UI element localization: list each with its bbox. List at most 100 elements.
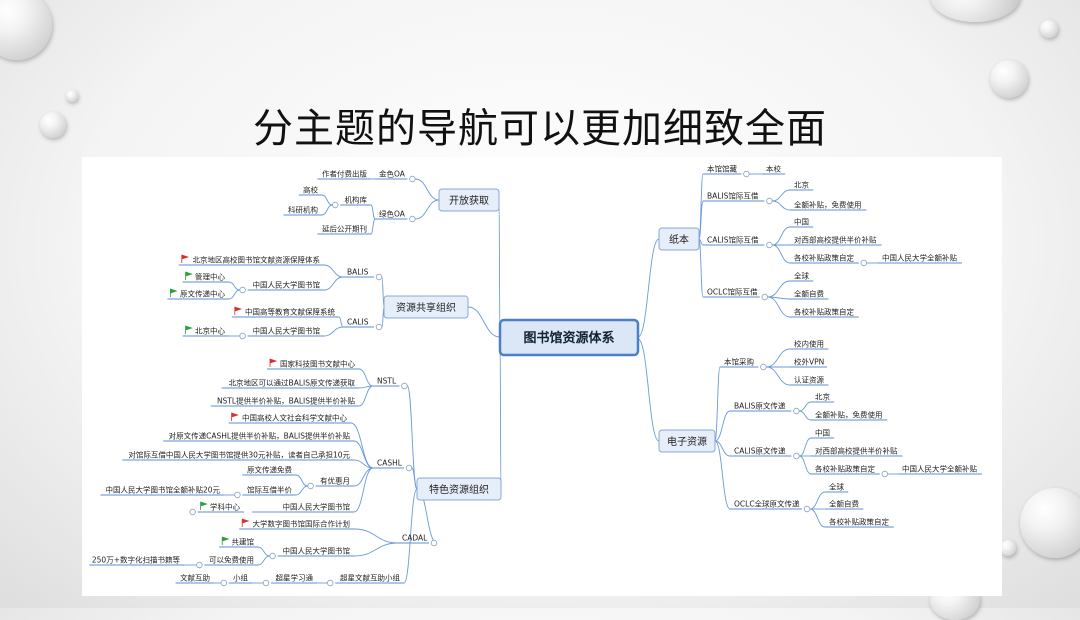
- leaf-monthly-offer[interactable]: 有优惠月: [307, 476, 354, 490]
- leaf-scan-gift[interactable]: 250万+数字化扫描书籍等: [89, 555, 184, 566]
- collapse-toggle-icon[interactable]: [326, 579, 334, 587]
- leaf-renmin-lib-4[interactable]: 中国人民大学图书馆: [269, 546, 354, 560]
- leaf-nstl-note1[interactable]: 北京地区可以通过BALIS原文传递获取: [221, 378, 359, 389]
- branch-open-access[interactable]: 开放获取: [438, 188, 500, 212]
- leaf-cashl[interactable]: CASHL: [373, 459, 413, 472]
- leaf-full-self-2[interactable]: 全额自费: [825, 499, 864, 510]
- branch-special-resources[interactable]: 特色资源组织: [416, 477, 502, 501]
- leaf-institutional-repo[interactable]: 机构库: [331, 195, 371, 209]
- branch-resource-sharing[interactable]: 资源共享组织: [383, 295, 469, 319]
- leaf-delayed-journals[interactable]: 延后公开期刊: [317, 224, 371, 235]
- leaf-ill-half[interactable]: 馆际互借半价: [234, 485, 296, 499]
- leaf-renmin-lib-3[interactable]: 中国人民大学图书馆: [277, 502, 354, 513]
- collapse-toggle-icon[interactable]: [881, 470, 888, 478]
- leaf-calis[interactable]: CALIS: [343, 318, 383, 331]
- collapse-toggle-icon[interactable]: [803, 505, 811, 513]
- leaf-research-institutes[interactable]: 科研机构: [283, 205, 322, 216]
- leaf-renmin-full[interactable]: 中国人民大学全额补贴: [878, 253, 962, 264]
- leaf-nstl-note2[interactable]: NSTL提供半价补贴，BALIS提供半价补贴: [210, 396, 359, 407]
- leaf-beijing-consortium[interactable]: 北京地区高校图书馆文献资源保障体系: [178, 254, 324, 266]
- leaf-subject-center[interactable]: 学科中心: [189, 501, 244, 516]
- collapse-toggle-icon[interactable]: [766, 197, 773, 205]
- leaf-renmin-lib-2[interactable]: 中国人民大学图书馆: [239, 326, 324, 340]
- branch-electronic[interactable]: 电子资源: [658, 429, 716, 453]
- leaf-auth-resources[interactable]: 认证资源: [790, 375, 829, 386]
- collapse-toggle-icon[interactable]: [405, 464, 413, 472]
- leaf-policy-local-3[interactable]: 各校补贴政策自定: [811, 464, 888, 478]
- leaf-cadal-project[interactable]: 大学数字图书馆国际合作计划: [239, 518, 354, 530]
- leaf-full-subsidy-free-2[interactable]: 全额补贴，免费使用: [811, 410, 888, 421]
- leaf-nstl-center[interactable]: 国家科技图书文献中心: [267, 358, 359, 370]
- collapse-toggle-icon[interactable]: [220, 579, 227, 587]
- collapse-toggle-icon[interactable]: [189, 508, 196, 516]
- leaf-beijing-2[interactable]: 北京: [811, 392, 835, 403]
- collapse-toggle-icon[interactable]: [793, 407, 800, 415]
- leaf-cashl-note1[interactable]: 对原文传递CASHL提供半价补贴，BALIS提供半价补贴: [163, 431, 354, 442]
- collapse-toggle-icon[interactable]: [262, 579, 270, 587]
- leaf-beijing-center[interactable]: 北京中心: [182, 325, 229, 337]
- leaf-cadal[interactable]: CADAL: [398, 534, 438, 547]
- leaf-universities[interactable]: 高校: [298, 185, 322, 196]
- leaf-nstl[interactable]: NSTL: [373, 377, 408, 390]
- leaf-free-use[interactable]: 可以免费使用: [196, 555, 258, 569]
- leaf-green-oa[interactable]: 绿色OA: [375, 209, 416, 223]
- leaf-global-2[interactable]: 全球: [825, 482, 849, 493]
- collapse-toggle-icon[interactable]: [375, 323, 383, 331]
- collapse-toggle-icon[interactable]: [743, 170, 750, 178]
- branch-paper[interactable]: 纸本: [658, 227, 700, 251]
- collapse-toggle-icon[interactable]: [766, 241, 773, 249]
- leaf-gold-oa[interactable]: 金色OA: [375, 169, 416, 183]
- collapse-toggle-icon[interactable]: [401, 382, 408, 390]
- leaf-lib-purchase[interactable]: 本馆采购: [720, 357, 767, 371]
- collapse-toggle-icon[interactable]: [761, 293, 768, 301]
- leaf-china[interactable]: 中国: [790, 217, 814, 228]
- leaf-cashl-note2[interactable]: 对馆际互借中国人民大学图书馆提供30元补贴，读者自己承担10元: [122, 450, 354, 461]
- leaf-policy-local-2[interactable]: 各校补贴政策自定: [790, 307, 859, 318]
- leaf-beijing[interactable]: 北京: [790, 180, 814, 191]
- leaf-chaoxing-group[interactable]: 超星文献互助小组: [326, 573, 404, 587]
- leaf-oclc-ill[interactable]: OCLC馆际互借: [703, 287, 768, 301]
- collapse-toggle-icon[interactable]: [196, 561, 203, 569]
- leaf-policy-local-4[interactable]: 各校补贴政策自定: [825, 517, 894, 528]
- leaf-campus-use[interactable]: 校内使用: [790, 339, 829, 350]
- leaf-cashl-system[interactable]: 中国高等教育文献保障系统: [231, 306, 339, 318]
- leaf-balis[interactable]: BALIS: [343, 268, 383, 281]
- leaf-cashl-center[interactable]: 中国高校人文社会科学文献中心: [228, 412, 351, 424]
- leaf-balis-ill[interactable]: BALIS馆际互借: [703, 191, 773, 205]
- collapse-toggle-icon[interactable]: [307, 482, 314, 490]
- collapse-toggle-icon[interactable]: [793, 452, 800, 460]
- leaf-renmin-full-2[interactable]: 中国人民大学全额补贴: [898, 464, 982, 475]
- leaf-this-school[interactable]: 本校: [762, 164, 786, 175]
- leaf-oclc-dd[interactable]: OCLC全球原文传递: [730, 499, 811, 513]
- leaf-lib-collection[interactable]: 本馆馆藏: [703, 164, 750, 178]
- collapse-toggle-icon[interactable]: [239, 286, 246, 294]
- leaf-policy-local[interactable]: 各校补贴政策自定: [790, 253, 867, 267]
- leaf-full-self[interactable]: 全额自费: [790, 289, 829, 300]
- leaf-calis-ill[interactable]: CALIS馆际互借: [703, 235, 773, 249]
- leaf-doc-delivery-center[interactable]: 原文传递中心: [167, 288, 229, 300]
- leaf-author-pays[interactable]: 作者付费出版: [317, 169, 371, 180]
- leaf-off-campus-vpn[interactable]: 校外VPN: [790, 357, 827, 368]
- leaf-full-subsidy-free[interactable]: 全额补贴，免费使用: [790, 200, 867, 211]
- leaf-co-builder[interactable]: 共建馆: [219, 536, 258, 548]
- leaf-mgmt-center[interactable]: 管理中心: [182, 271, 229, 283]
- collapse-toggle-icon[interactable]: [430, 539, 438, 547]
- collapse-toggle-icon[interactable]: [860, 259, 867, 267]
- collapse-toggle-icon[interactable]: [269, 552, 276, 560]
- collapse-toggle-icon[interactable]: [375, 273, 383, 281]
- collapse-toggle-icon[interactable]: [234, 491, 241, 499]
- leaf-balis-dd[interactable]: BALIS原文传递: [730, 401, 800, 415]
- leaf-calis-dd[interactable]: CALIS原文传递: [730, 446, 800, 460]
- collapse-toggle-icon[interactable]: [409, 215, 416, 223]
- leaf-renmin-lib-1[interactable]: 中国人民大学图书馆: [239, 280, 324, 294]
- leaf-chaoxing-app[interactable]: 超星学习通: [262, 573, 317, 587]
- collapse-toggle-icon[interactable]: [331, 201, 339, 209]
- collapse-toggle-icon[interactable]: [760, 363, 767, 371]
- leaf-west-half[interactable]: 对西部高校提供半价补贴: [790, 235, 882, 246]
- leaf-doc-mutual[interactable]: 文献互助: [175, 573, 214, 584]
- leaf-global[interactable]: 全球: [790, 271, 814, 282]
- leaf-renmin-20[interactable]: 中国人民大学图书馆全额补贴20元: [100, 485, 224, 496]
- leaf-west-half-2[interactable]: 对西部高校提供半价补贴: [811, 446, 903, 457]
- collapse-toggle-icon[interactable]: [409, 175, 416, 183]
- leaf-group[interactable]: 小组: [220, 573, 252, 587]
